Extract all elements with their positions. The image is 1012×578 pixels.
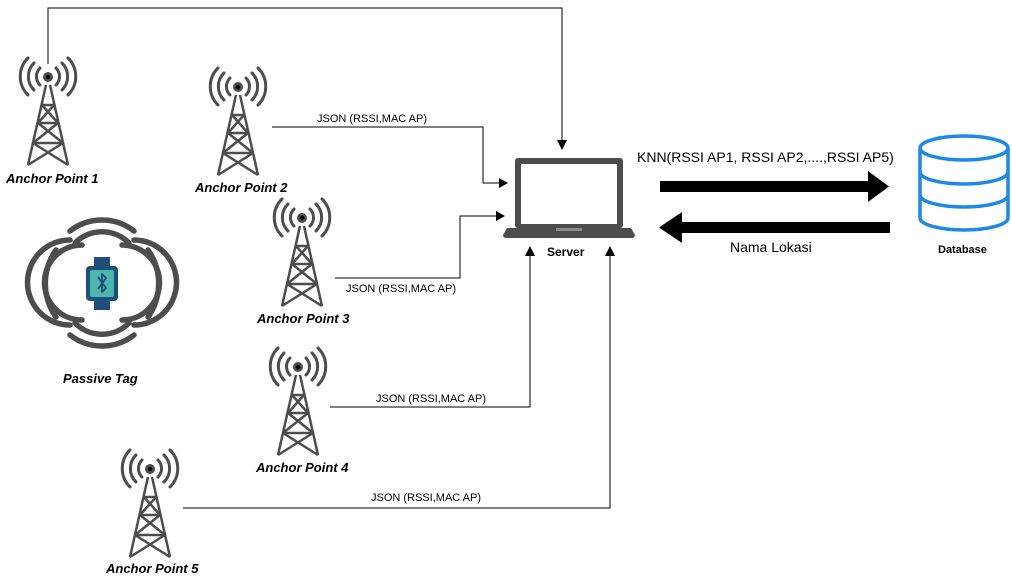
- ap2-json-label: JSON (RSSI,MAC AP): [317, 113, 428, 125]
- passive-tag-label: Passive Tag: [63, 371, 138, 386]
- anchor-point-5-label: Anchor Point 5: [106, 561, 199, 576]
- anchor-point-3-label: Anchor Point 3: [257, 311, 350, 326]
- response-arrow-shaft: [680, 222, 890, 233]
- request-arrowhead: [868, 171, 889, 202]
- connection-lines: [47, 7, 611, 509]
- ap3-json-label: JSON (RSSI,MAC AP): [346, 283, 457, 295]
- anchor-point-4-label: Anchor Point 4: [256, 460, 349, 475]
- database-icon: [918, 134, 1010, 232]
- anchor-point-2-label: Anchor Point 2: [195, 180, 288, 195]
- request-arrow-shaft: [660, 181, 870, 192]
- ap4-json-label: JSON (RSSI,MAC AP): [376, 393, 487, 405]
- ap3-server-line: [335, 215, 497, 279]
- anchor-point-5-tower-icon: [120, 448, 180, 559]
- ap4-server-line: [330, 255, 531, 408]
- location-response-label: Nama Lokasi: [730, 239, 812, 255]
- server-label: Server: [547, 245, 585, 259]
- connection-arrowheads: [496, 140, 615, 256]
- anchor-point-1-tower-icon: [18, 56, 78, 167]
- ap2-server-line: [272, 126, 500, 184]
- anchor-point-1-label: Anchor Point 1: [6, 171, 99, 186]
- response-arrowhead: [659, 212, 682, 243]
- server-laptop-icon: [503, 158, 635, 238]
- anchor-point-2-tower-icon: [208, 66, 268, 177]
- knn-request-label: KNN(RSSI AP1, RSSI AP2,....,RSSI AP5): [637, 149, 894, 165]
- anchor-point-3-tower-icon: [272, 197, 332, 308]
- ap5-json-label: JSON (RSSI,MAC AP): [371, 492, 482, 504]
- ap5-server-line: [183, 255, 611, 509]
- anchor-point-4-tower-icon: [268, 346, 328, 457]
- database-label: Database: [938, 244, 987, 256]
- query-arrows: [659, 171, 890, 243]
- passive-tag-icon: [24, 217, 180, 349]
- ap1-server-line: [47, 7, 563, 140]
